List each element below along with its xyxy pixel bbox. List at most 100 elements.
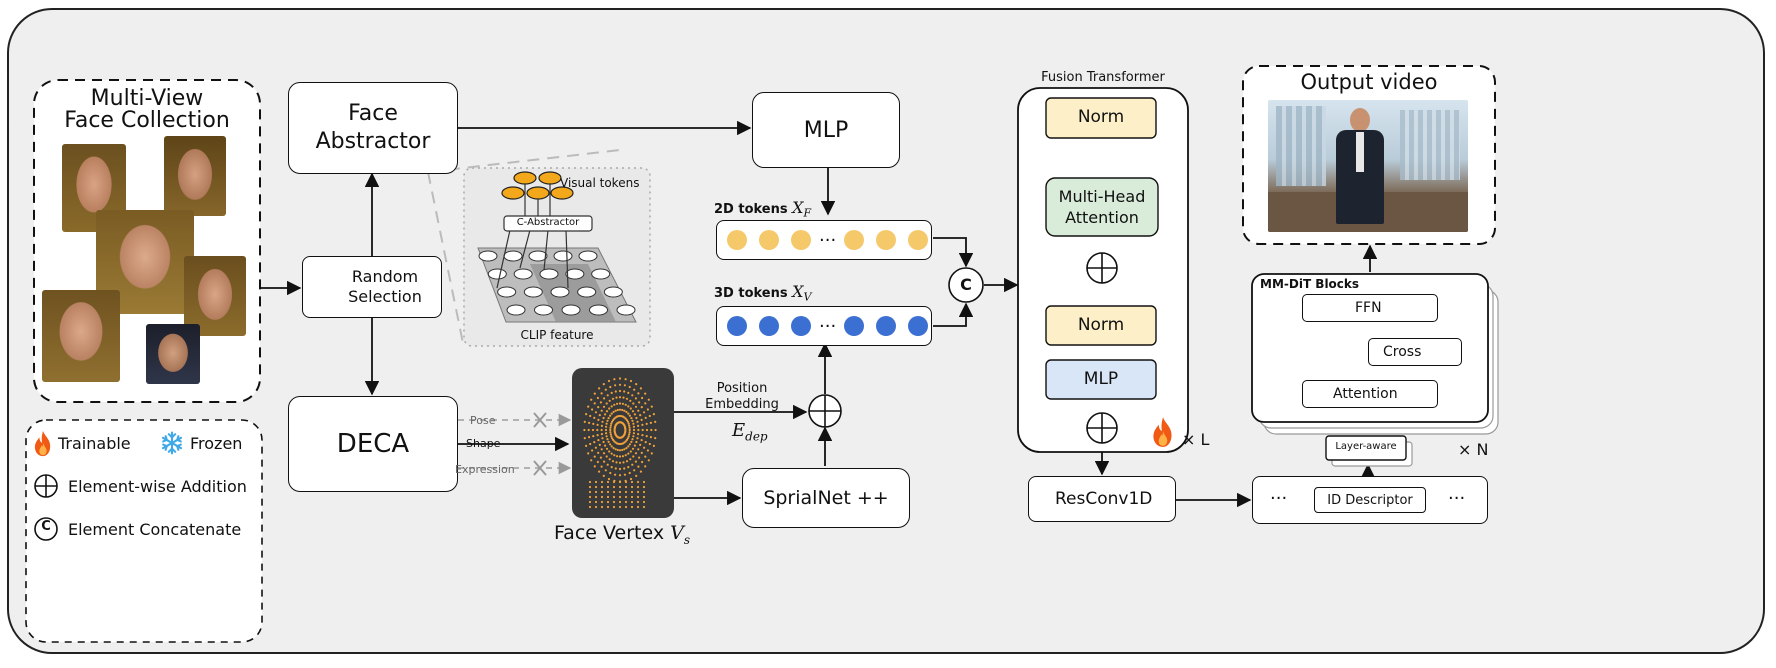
vertex-point (600, 428, 603, 432)
output-title: Output video (1300, 70, 1438, 94)
vertex-point (631, 394, 634, 397)
vertex-point (618, 449, 622, 452)
vertex-point (639, 470, 643, 473)
vertex-point (594, 500, 598, 504)
vertex-point (604, 444, 607, 447)
vertex-point (596, 396, 600, 400)
vertex-point (621, 402, 625, 405)
clip-feature-dot (487, 268, 507, 280)
tokens-3d-label: 3D tokens XV (714, 282, 812, 304)
vertex-point (588, 421, 591, 424)
vertex-point (636, 500, 640, 504)
vertex-point (637, 424, 640, 427)
vertex-point (606, 490, 610, 494)
vertex-point (632, 422, 635, 425)
vertex-point (624, 378, 627, 381)
vertex-point (605, 425, 608, 428)
vertex-point (631, 410, 635, 413)
expression-label: Expression (455, 463, 515, 476)
fusion-norm1-label: Norm (1077, 107, 1125, 127)
id-row-right-dots: ··· (1448, 488, 1466, 509)
vertex-point (597, 439, 600, 442)
vertex-point (636, 495, 640, 499)
vertex-point (605, 422, 608, 425)
deca-label: DECA (336, 429, 410, 459)
vertex-point (612, 500, 616, 504)
fusion-title: Fusion Transformer (1041, 70, 1165, 85)
vertex-point (588, 495, 592, 499)
vertex-point (650, 405, 653, 408)
vertex-point (603, 460, 606, 463)
vertex-point (585, 413, 588, 416)
vertex-point (605, 410, 609, 413)
vertex-point (631, 419, 634, 422)
vertex-point (600, 424, 604, 427)
vertex-point (610, 391, 613, 394)
vertex-point (642, 495, 646, 499)
vertex-point (602, 416, 605, 420)
vertex-point (607, 417, 610, 420)
vertex-point (602, 474, 605, 477)
c-abstractor-label: C-Abstractor (516, 217, 580, 228)
mmdit-title: MM-DiT Blocks (1260, 277, 1360, 291)
vertex-point (627, 405, 630, 408)
vertex-point (634, 405, 638, 408)
id-row-left-dots: ··· (1270, 488, 1288, 509)
vertex-point (636, 437, 639, 440)
output-video-frame (1268, 100, 1468, 232)
vertex-point (631, 438, 634, 441)
shape-label: Shape (466, 437, 501, 450)
vertex-point (598, 443, 601, 446)
legend-panel (25, 419, 263, 643)
vertex-point (606, 495, 610, 499)
vertex-point (627, 391, 630, 394)
vertex-point (610, 466, 613, 469)
vertex-point (629, 407, 632, 410)
vertex-point (633, 388, 636, 391)
vertex-point (638, 456, 641, 459)
legend-concat-letter: C (41, 519, 51, 534)
vertex-point (628, 431, 631, 434)
vertex-point (607, 440, 610, 443)
clip-feature-dot (616, 304, 636, 316)
vertex-point (623, 473, 627, 476)
vertex-point (607, 477, 611, 481)
vertex-point (598, 470, 601, 473)
vertex-point (631, 463, 634, 466)
vertex-point (611, 437, 614, 440)
vertex-point (616, 448, 619, 452)
vertex-point (650, 428, 653, 432)
vertex-point (628, 471, 631, 475)
vertex-point (618, 500, 622, 504)
vertex-point (609, 426, 612, 429)
vertex-point (604, 413, 607, 416)
vertex-point (614, 473, 617, 476)
vertex-point (618, 474, 622, 477)
vertex-point (604, 469, 607, 472)
vertex-point (594, 480, 598, 484)
vertex-point (648, 414, 651, 418)
vertex-point (618, 480, 622, 484)
legend-concat-symbol (34, 517, 58, 541)
vertex-point (600, 465, 603, 468)
vertex-point (618, 455, 622, 458)
vertex-point (639, 414, 642, 417)
vertex-point (612, 480, 616, 484)
clip-feature-label: CLIP feature (520, 328, 594, 342)
vertex-point (637, 409, 640, 412)
vertex-point (600, 495, 604, 499)
clip-feature-dot (506, 304, 526, 316)
vertex-point (599, 456, 603, 459)
vertex-point (647, 398, 650, 401)
vertex-point (625, 438, 629, 441)
vertex-point (602, 383, 605, 386)
vertex-point (630, 480, 634, 484)
vertex-point (604, 388, 607, 391)
fusion-mlp-label: MLP (1083, 369, 1119, 389)
vertex-point (652, 413, 656, 416)
vertex-point (624, 500, 628, 504)
vertex-point (604, 428, 608, 432)
vertex-point (640, 406, 643, 409)
face-abstractor-line2: Abstractor (315, 129, 431, 154)
clip-feature-dot (513, 268, 533, 280)
